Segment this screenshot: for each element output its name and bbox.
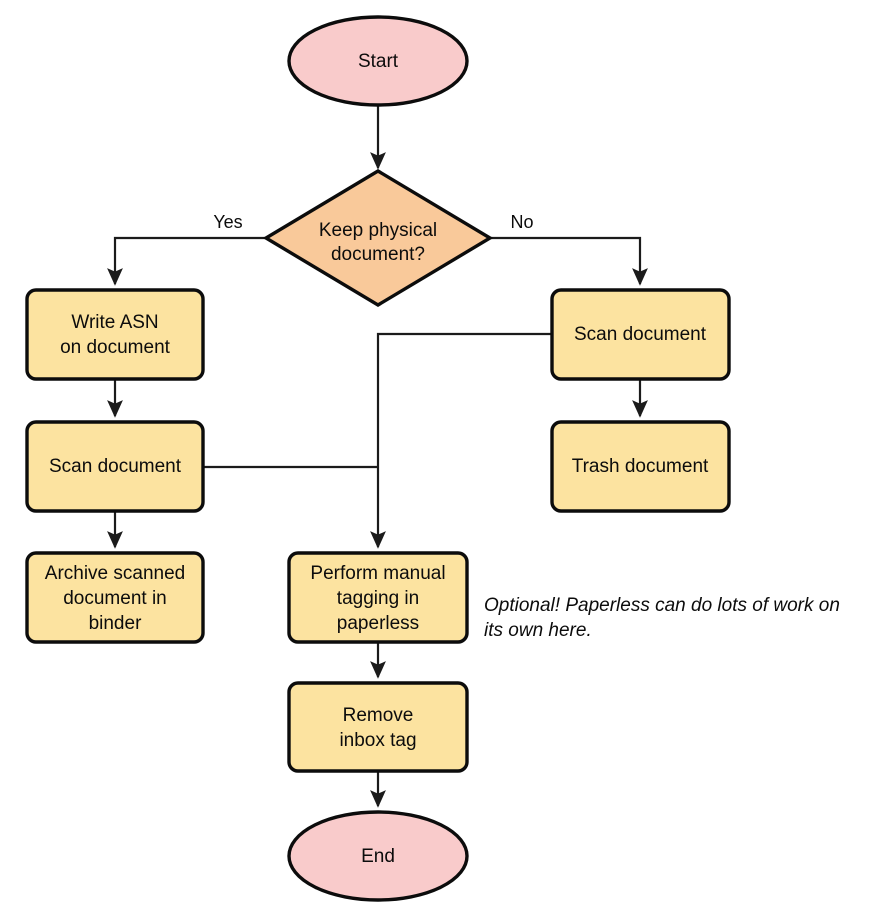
- connector-decision-yes-to-write-asn: [107, 236, 266, 286]
- connector-layer: [107, 105, 648, 808]
- node-decision-keep-physical-document[interactable]: Keep physical document?: [262, 169, 494, 307]
- node-remove-inbox-tag[interactable]: Remove inbox tag: [287, 681, 469, 773]
- trash-document-box[interactable]: [550, 420, 731, 513]
- scan-document-right-box[interactable]: [550, 288, 731, 381]
- node-end[interactable]: End: [287, 810, 469, 902]
- write-asn-box[interactable]: [25, 288, 205, 381]
- trash-document-label: Trash document: [572, 456, 709, 477]
- archive-label-line3: binder: [89, 613, 142, 634]
- remove-inbox-tag-box[interactable]: [287, 681, 469, 773]
- node-perform-manual-tagging[interactable]: Perform manual tagging in paperless: [287, 551, 469, 644]
- optional-note-line1: Optional! Paperless can do lots of work …: [484, 595, 840, 616]
- start-label: Start: [358, 51, 399, 72]
- connector-scan-right-to-manual-tagging: [370, 332, 552, 549]
- decision-diamond[interactable]: [262, 169, 494, 307]
- archive-label-line2: document in: [63, 588, 167, 609]
- node-scan-document-right[interactable]: Scan document: [550, 288, 731, 381]
- decision-label-line1: Keep physical: [319, 220, 437, 241]
- node-write-asn-on-document[interactable]: Write ASN on document: [25, 288, 205, 381]
- scan-document-left-box[interactable]: [25, 420, 205, 513]
- edge-label-no: No: [510, 212, 533, 232]
- node-trash-document[interactable]: Trash document: [550, 420, 731, 513]
- optional-note-line2: its own here.: [484, 620, 592, 641]
- node-scan-document-left[interactable]: Scan document: [25, 420, 205, 513]
- remove-inbox-label-line2: inbox tag: [339, 730, 416, 751]
- end-ellipse[interactable]: [287, 810, 469, 902]
- archive-box[interactable]: [25, 551, 205, 644]
- decision-label-line2: document?: [331, 244, 425, 265]
- scan-document-left-label: Scan document: [49, 456, 182, 477]
- end-label: End: [361, 846, 395, 867]
- connector-decision-no-to-scan-right: [490, 236, 648, 286]
- edge-label-yes: Yes: [213, 212, 242, 232]
- manual-tagging-label-line1: Perform manual: [310, 563, 445, 584]
- manual-tagging-label-line3: paperless: [337, 613, 419, 634]
- manual-tagging-label-line2: tagging in: [337, 588, 419, 609]
- start-ellipse[interactable]: [287, 15, 469, 107]
- node-archive-scanned-document[interactable]: Archive scanned document in binder: [25, 551, 205, 644]
- archive-label-line1: Archive scanned: [45, 563, 185, 584]
- annotation-optional-note: Optional! Paperless can do lots of work …: [484, 595, 840, 641]
- write-asn-label-line1: Write ASN: [71, 312, 158, 333]
- write-asn-label-line2: on document: [60, 337, 171, 358]
- scan-document-right-label: Scan document: [574, 324, 707, 345]
- node-start[interactable]: Start: [287, 15, 469, 107]
- manual-tagging-box[interactable]: [287, 551, 469, 644]
- remove-inbox-label-line1: Remove: [343, 705, 414, 726]
